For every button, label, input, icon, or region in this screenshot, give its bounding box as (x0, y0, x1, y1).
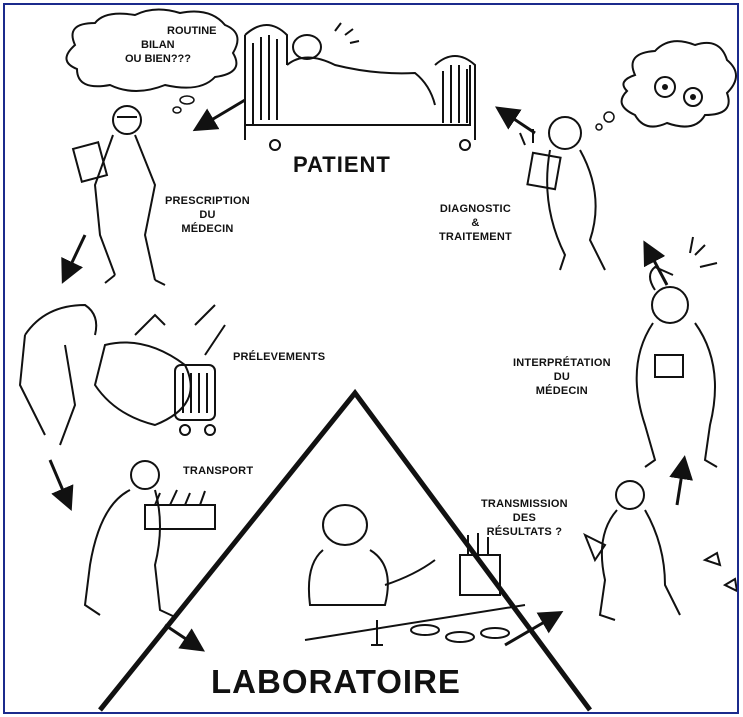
doctor-diagnostic (520, 117, 605, 270)
label-diagnostic-line1: DIAGNOSTIC (439, 203, 512, 217)
label-diagnostic: DIAGNOSTIC & TRAITEMENT (439, 203, 512, 244)
diagram-frame: ROUTINE BILAN OU BIEN??? PATIENT PRESCRI… (3, 3, 739, 714)
label-interpretation-line3: MÉDECIN (513, 385, 611, 399)
label-prescription-line1: PRESCRIPTION (165, 195, 250, 209)
label-laboratoire: LABORATOIRE (211, 661, 461, 702)
thought-bubble-text: ROUTINE BILAN OU BIEN??? (133, 25, 217, 66)
doctor-interpretation (637, 237, 717, 467)
thought-line-ou-bien: OU BIEN??? (125, 53, 217, 67)
thought-line-routine: ROUTINE (133, 25, 217, 39)
thought-line-bilan: BILAN (133, 39, 217, 53)
label-diagnostic-line3: TRAITEMENT (439, 231, 512, 245)
doctor-prescription (73, 106, 165, 285)
gears-bubble-shape (596, 41, 736, 130)
label-interpretation-line2: DU (513, 371, 611, 385)
label-prescription-line3: MÉDECIN (165, 223, 250, 237)
nurse-sampling (20, 305, 225, 445)
label-interpretation: INTERPRÉTATION DU MÉDECIN (513, 357, 611, 398)
label-interpretation-line1: INTERPRÉTATION (513, 357, 611, 371)
label-transmission-line3: RÉSULTATS ? (481, 526, 568, 540)
label-diagnostic-line2: & (439, 217, 512, 231)
label-transmission-line1: TRANSMISSION (481, 498, 568, 512)
label-patient: PATIENT (293, 151, 391, 179)
label-prescription: PRESCRIPTION DU MÉDECIN (165, 195, 250, 236)
patient-in-bed (245, 23, 475, 150)
label-transmission-line2: DES (481, 512, 568, 526)
label-prelevements: PRÉLEVEMENTS (233, 351, 325, 365)
label-transport: TRANSPORT (183, 465, 253, 479)
results-courier (585, 481, 737, 620)
label-prescription-line2: DU (165, 209, 250, 223)
cycle-illustration (5, 5, 739, 714)
label-transmission: TRANSMISSION DES RÉSULTATS ? (481, 498, 568, 539)
